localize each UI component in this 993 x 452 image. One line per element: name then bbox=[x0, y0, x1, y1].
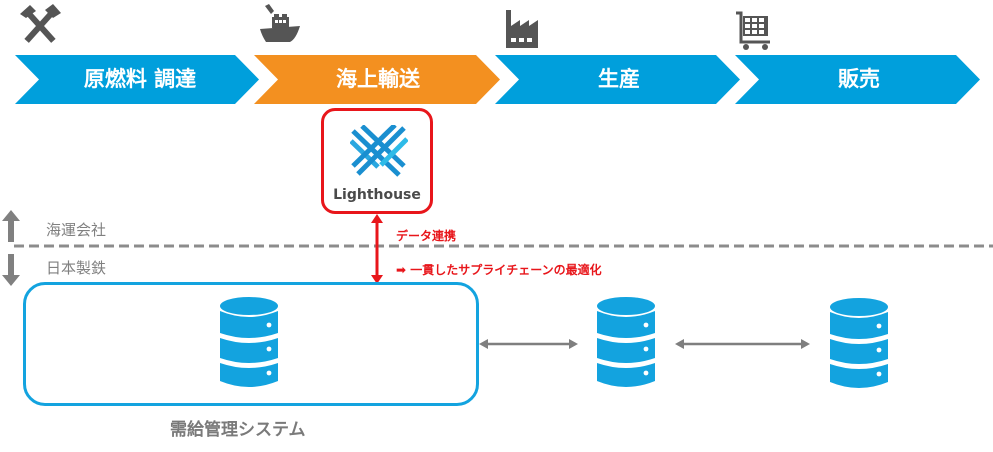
chevron-step-3 bbox=[495, 55, 740, 104]
arrow-up-icon bbox=[2, 210, 20, 242]
database-icon bbox=[830, 298, 888, 388]
lighthouse-card: Lighthouse bbox=[321, 108, 433, 214]
nippon-steel-label: 日本製鉄 bbox=[46, 259, 107, 277]
organization-divider bbox=[14, 244, 993, 248]
chevron-step-4 bbox=[735, 55, 980, 104]
lighthouse-logo-icon bbox=[350, 125, 408, 177]
step-label-procurement: 原燃料 調達 bbox=[83, 67, 197, 91]
shopping-cart-icon bbox=[736, 11, 770, 50]
step-label-sales: 販売 bbox=[838, 67, 880, 91]
supply-chain-optimization-label: ➡ 一貫したサプライチェーンの最適化 bbox=[396, 263, 602, 277]
database-icon bbox=[220, 297, 278, 387]
connector-arrow-1 bbox=[479, 339, 578, 349]
factory-icon bbox=[506, 10, 538, 48]
step-label-production: 生産 bbox=[598, 67, 640, 91]
supply-demand-system-box bbox=[23, 282, 479, 406]
data-link-label: データ連携 bbox=[396, 229, 457, 243]
chevron-step-1 bbox=[15, 55, 259, 104]
arrow-down-icon bbox=[2, 254, 20, 286]
hammer-pick-icon bbox=[20, 4, 61, 43]
step-label-shipping: 海上輸送 bbox=[336, 67, 420, 91]
lighthouse-label: Lighthouse bbox=[333, 187, 421, 203]
supply-demand-system-label: 需給管理システム bbox=[170, 420, 306, 440]
data-link-arrow bbox=[371, 214, 383, 284]
ship-icon bbox=[260, 4, 300, 42]
chevron-step-2 bbox=[254, 55, 500, 104]
connector-arrow-2 bbox=[675, 339, 810, 349]
process-flow bbox=[15, 55, 980, 104]
shipping-company-label: 海運会社 bbox=[46, 221, 107, 239]
database-icon bbox=[597, 297, 655, 387]
